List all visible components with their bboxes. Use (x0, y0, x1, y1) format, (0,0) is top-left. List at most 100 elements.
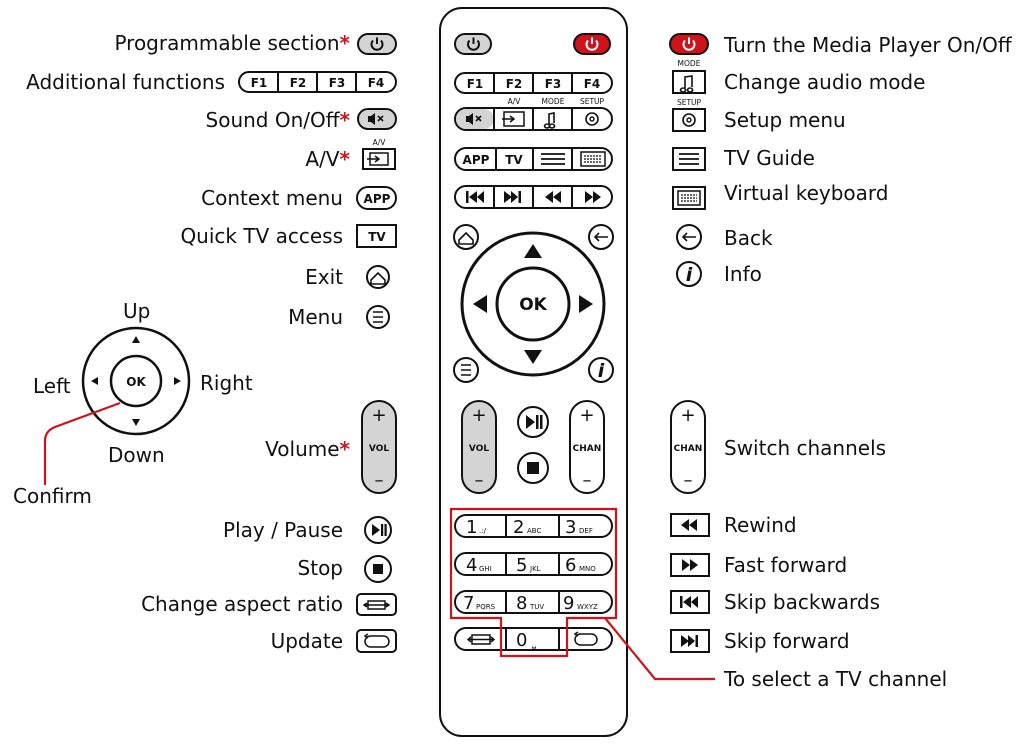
programmable-power-button[interactable] (454, 33, 492, 55)
right-setup-key (672, 108, 706, 132)
info-button[interactable] (588, 357, 614, 383)
stop-button[interactable] (517, 452, 549, 484)
stop-icon (373, 564, 383, 574)
remote-volume-rocker[interactable] (461, 400, 497, 494)
label-context-menu: Context menu (201, 186, 343, 210)
key-1[interactable]: 1.:/ (466, 517, 487, 538)
play-pause-button[interactable] (517, 406, 549, 438)
remote-vol-label: VOL (469, 444, 489, 454)
right-chan-minus: – (684, 470, 693, 491)
right-mode-small: MODE (678, 59, 701, 68)
back-button[interactable] (588, 224, 614, 250)
svg-text:3: 3 (565, 517, 576, 538)
up-arrow[interactable] (524, 244, 542, 258)
left-arrow[interactable] (473, 295, 487, 313)
numeric-keypad (454, 514, 613, 651)
remote-setup-small: SETUP (580, 97, 605, 106)
left-vol-minus: – (375, 470, 384, 491)
skip-back-icon (466, 191, 484, 203)
svg-text:7: 7 (463, 593, 474, 614)
svg-text:5: 5 (516, 555, 527, 576)
aspect-ratio-icon (466, 634, 496, 645)
label-stop: Stop (297, 556, 343, 580)
left-menu-key (366, 305, 390, 329)
right-setup-small: SETUP (677, 98, 702, 107)
keyboard-icon (580, 151, 606, 167)
svg-text:GHI: GHI (479, 565, 492, 573)
right-rewind-key (670, 513, 710, 537)
left-av-small: A/V (373, 138, 387, 147)
skip-forward-icon (681, 635, 698, 647)
remote-chan-minus: – (583, 470, 592, 491)
right-keyboard-key (672, 186, 706, 210)
skip-forward-icon (504, 191, 521, 203)
remote-mode-small: MODE (542, 97, 565, 106)
mute-icon (368, 113, 384, 125)
label-sound: Sound On/Off* (205, 108, 350, 132)
left-f1-label: F1 (251, 76, 268, 90)
av-input-icon (367, 152, 389, 166)
label-update: Update (270, 629, 343, 653)
label-play-pause: Play / Pause (223, 518, 343, 542)
svg-text:4: 4 (466, 555, 477, 576)
svg-text:WXYZ: WXYZ (577, 603, 598, 611)
right-power-key (669, 33, 709, 55)
left-mute-key (357, 108, 397, 130)
remote-ok-label[interactable]: OK (519, 295, 547, 315)
aspect-ratio-icon (362, 600, 391, 610)
channel-select-highlight (449, 507, 618, 658)
fast-forward-icon (682, 559, 698, 571)
left-vol-label: VOL (369, 444, 389, 454)
label-exit: Exit (305, 265, 343, 289)
play-pause-icon (372, 524, 387, 536)
remote-tv-label: TV (505, 153, 523, 167)
label-left: Left (33, 374, 71, 398)
mute-icon (466, 113, 482, 125)
label-up: Up (123, 299, 151, 323)
right-info-key (676, 261, 702, 287)
svg-text:MNO: MNO (579, 565, 596, 573)
right-chan-plus: + (680, 405, 695, 426)
left-f2-label: F2 (290, 76, 307, 90)
remote-app-label: APP (463, 153, 490, 167)
right-arrow[interactable] (579, 295, 593, 313)
home-exit-button[interactable] (453, 224, 479, 250)
label-audio-mode: Change audio mode (724, 70, 926, 94)
remote-f2-label: F2 (506, 77, 523, 91)
media-player-power-button[interactable] (573, 33, 611, 55)
home-icon (370, 271, 386, 285)
remote-channel-rocker[interactable] (569, 400, 605, 494)
label-skip-back: Skip backwards (724, 590, 881, 614)
label-quick-tv: Quick TV access (180, 224, 343, 248)
confirm-leader (43, 401, 121, 485)
svg-text:9: 9 (563, 593, 574, 614)
key-0[interactable]: 0⎵ (516, 630, 536, 651)
left-dpad (81, 326, 191, 436)
down-arrow[interactable] (524, 350, 542, 364)
app-tv-guide-keyboard-row (454, 147, 613, 171)
label-select-channel: To select a TV channel (724, 667, 948, 691)
label-down: Down (108, 443, 165, 467)
left-play-pause-key (364, 516, 392, 544)
svg-text:0: 0 (516, 630, 527, 651)
remote-body (439, 7, 628, 737)
left-stop-key (364, 555, 392, 583)
left-av-key (362, 148, 396, 170)
menu-button[interactable] (453, 357, 479, 383)
right-back-key (676, 224, 702, 250)
left-exit-key (366, 265, 390, 289)
music-note-icon (679, 75, 694, 93)
right-fastforward-key (670, 553, 710, 577)
left-function-keys (238, 71, 397, 93)
power-icon (585, 37, 599, 51)
remote-dpad (460, 231, 606, 377)
